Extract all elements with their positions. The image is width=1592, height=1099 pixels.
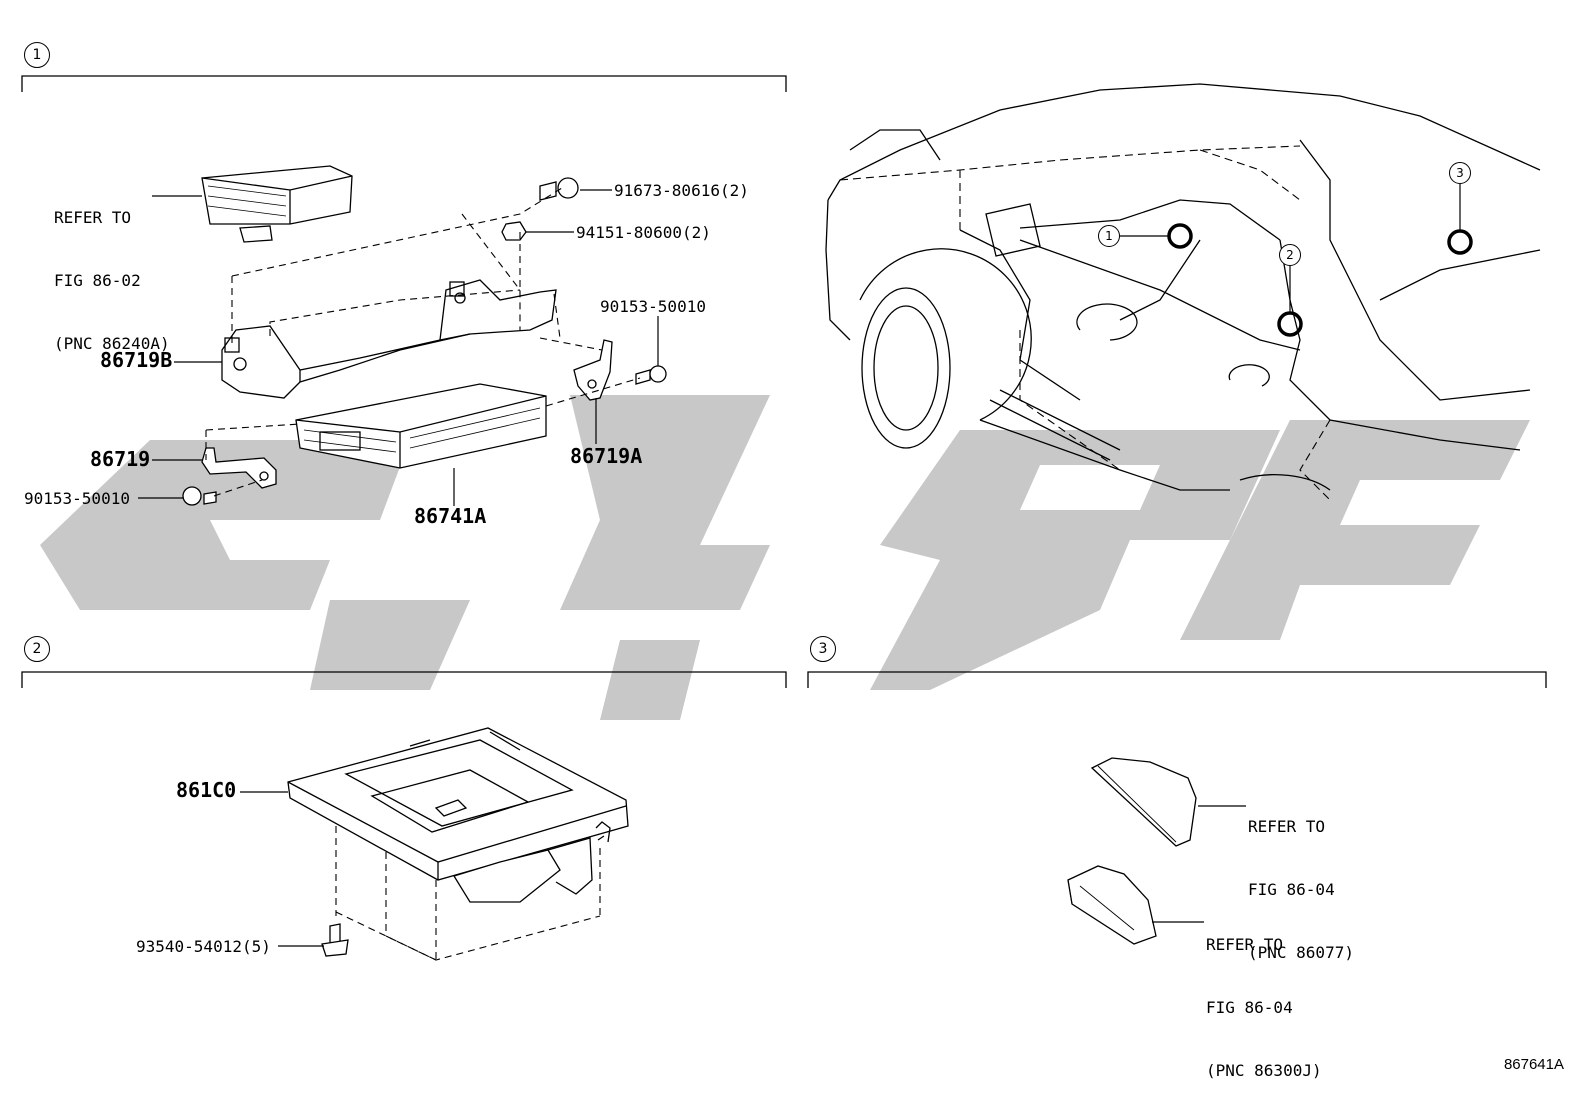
vehicle-marker-3: 3: [1449, 162, 1471, 184]
refer-note-line: REFER TO: [54, 208, 132, 227]
refer-note-line: REFER TO: [1248, 817, 1326, 836]
antenna-base-drawing: [1067, 865, 1157, 945]
callout-91673-80616[interactable]: 91673-80616(2): [614, 181, 749, 200]
callout-86719B[interactable]: 86719B: [100, 348, 173, 372]
section-3-bracket: [807, 671, 1547, 688]
callout-94151-80600[interactable]: 94151-80600(2): [576, 223, 711, 242]
refer-note-line: FIG 86-02: [54, 271, 141, 290]
vehicle-location-rings: [1167, 223, 1473, 337]
callout-90153-50010-left[interactable]: 90153-50010: [24, 489, 130, 508]
refer-note-antenna-cover: REFER TO FIG 86-04 (PNC 86077): [1248, 774, 1354, 984]
section-2-bracket: [21, 671, 787, 688]
refer-note-line: (PNC 86300J): [1206, 1061, 1322, 1080]
refer-note-amp: REFER TO FIG 86-02 (PNC 86240A): [54, 165, 170, 375]
bracket-86719A-drawing: [573, 339, 613, 401]
section-1-bracket: [21, 75, 787, 92]
refer-note-line: (PNC 86240A): [54, 334, 170, 353]
callout-86741A[interactable]: 86741A: [414, 504, 487, 528]
section-2-dashed-guides: [335, 826, 601, 962]
vehicle-marker-1: 1: [1098, 225, 1120, 247]
screw-93540-drawing: [321, 923, 349, 957]
navigation-unit-86741A-drawing: [295, 383, 547, 469]
wireless-charger-861C0-drawing: [287, 727, 629, 903]
callout-93540-54012[interactable]: 93540-54012(5): [136, 937, 271, 956]
amplifier-unit-drawing: [201, 165, 353, 243]
illustration-number: 867641A: [1503, 1056, 1564, 1073]
vehicle-overview-dashed: [839, 145, 1331, 501]
refer-note-line: REFER TO: [1206, 935, 1284, 954]
section-3-leader-lines: [1152, 805, 1246, 923]
refer-note-line: FIG 86-04: [1248, 880, 1335, 899]
section-1-number: 1: [24, 42, 50, 68]
refer-note-line: FIG 86-04: [1206, 998, 1293, 1017]
section-1-leader-lines: [138, 189, 659, 506]
vehicle-marker-leaders: [1120, 184, 1461, 312]
antenna-cover-drawing: [1090, 757, 1197, 847]
refer-note-line: (PNC 86077): [1248, 943, 1354, 962]
bracket-86719-drawing: [201, 447, 277, 489]
callout-86719[interactable]: 86719: [90, 447, 151, 471]
watermark-logo: [40, 395, 1530, 720]
callout-86719A[interactable]: 86719A: [570, 444, 643, 468]
refer-note-antenna-base: REFER TO FIG 86-04 (PNC 86300J): [1206, 892, 1322, 1099]
section-3-number: 3: [810, 636, 836, 662]
section-2-number: 2: [24, 636, 50, 662]
vehicle-marker-2: 2: [1279, 244, 1301, 266]
section-2-leader-lines: [240, 791, 324, 947]
bracket-86719B-drawing: [221, 279, 557, 399]
callout-861C0[interactable]: 861C0: [176, 778, 237, 802]
callout-90153-50010-right[interactable]: 90153-50010: [600, 297, 706, 316]
section-1-dashed-guides: [205, 187, 641, 497]
